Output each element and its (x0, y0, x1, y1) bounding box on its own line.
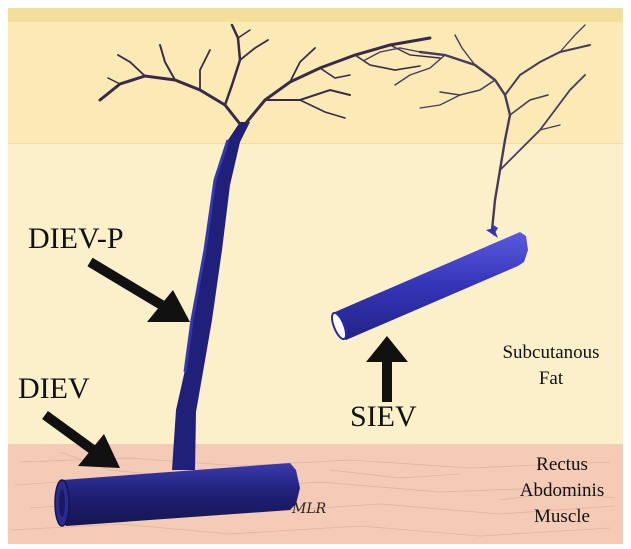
subcutaneous-fat-line1: Subcutanous (478, 340, 624, 366)
rectus-abdominis-label: Rectus Abdominis Muscle (500, 452, 624, 530)
artist-signature: MLR (291, 501, 327, 517)
rectus-abdominis-line1: Rectus (500, 452, 624, 478)
rectus-abdominis-line3: Muscle (500, 504, 624, 530)
dermis-layer (8, 22, 623, 144)
rectus-abdominis-line2: Abdominis (500, 478, 624, 504)
subcutaneous-fat-line2: Fat (478, 366, 624, 392)
siev-label: SIEV (350, 400, 417, 434)
subcutaneous-fat-label: Subcutanous Fat (478, 340, 624, 392)
diev-label: DIEV (18, 372, 90, 406)
diev-p-label: DIEV-P (28, 222, 124, 256)
fat-layer (8, 144, 623, 444)
skin-layer (8, 8, 623, 22)
